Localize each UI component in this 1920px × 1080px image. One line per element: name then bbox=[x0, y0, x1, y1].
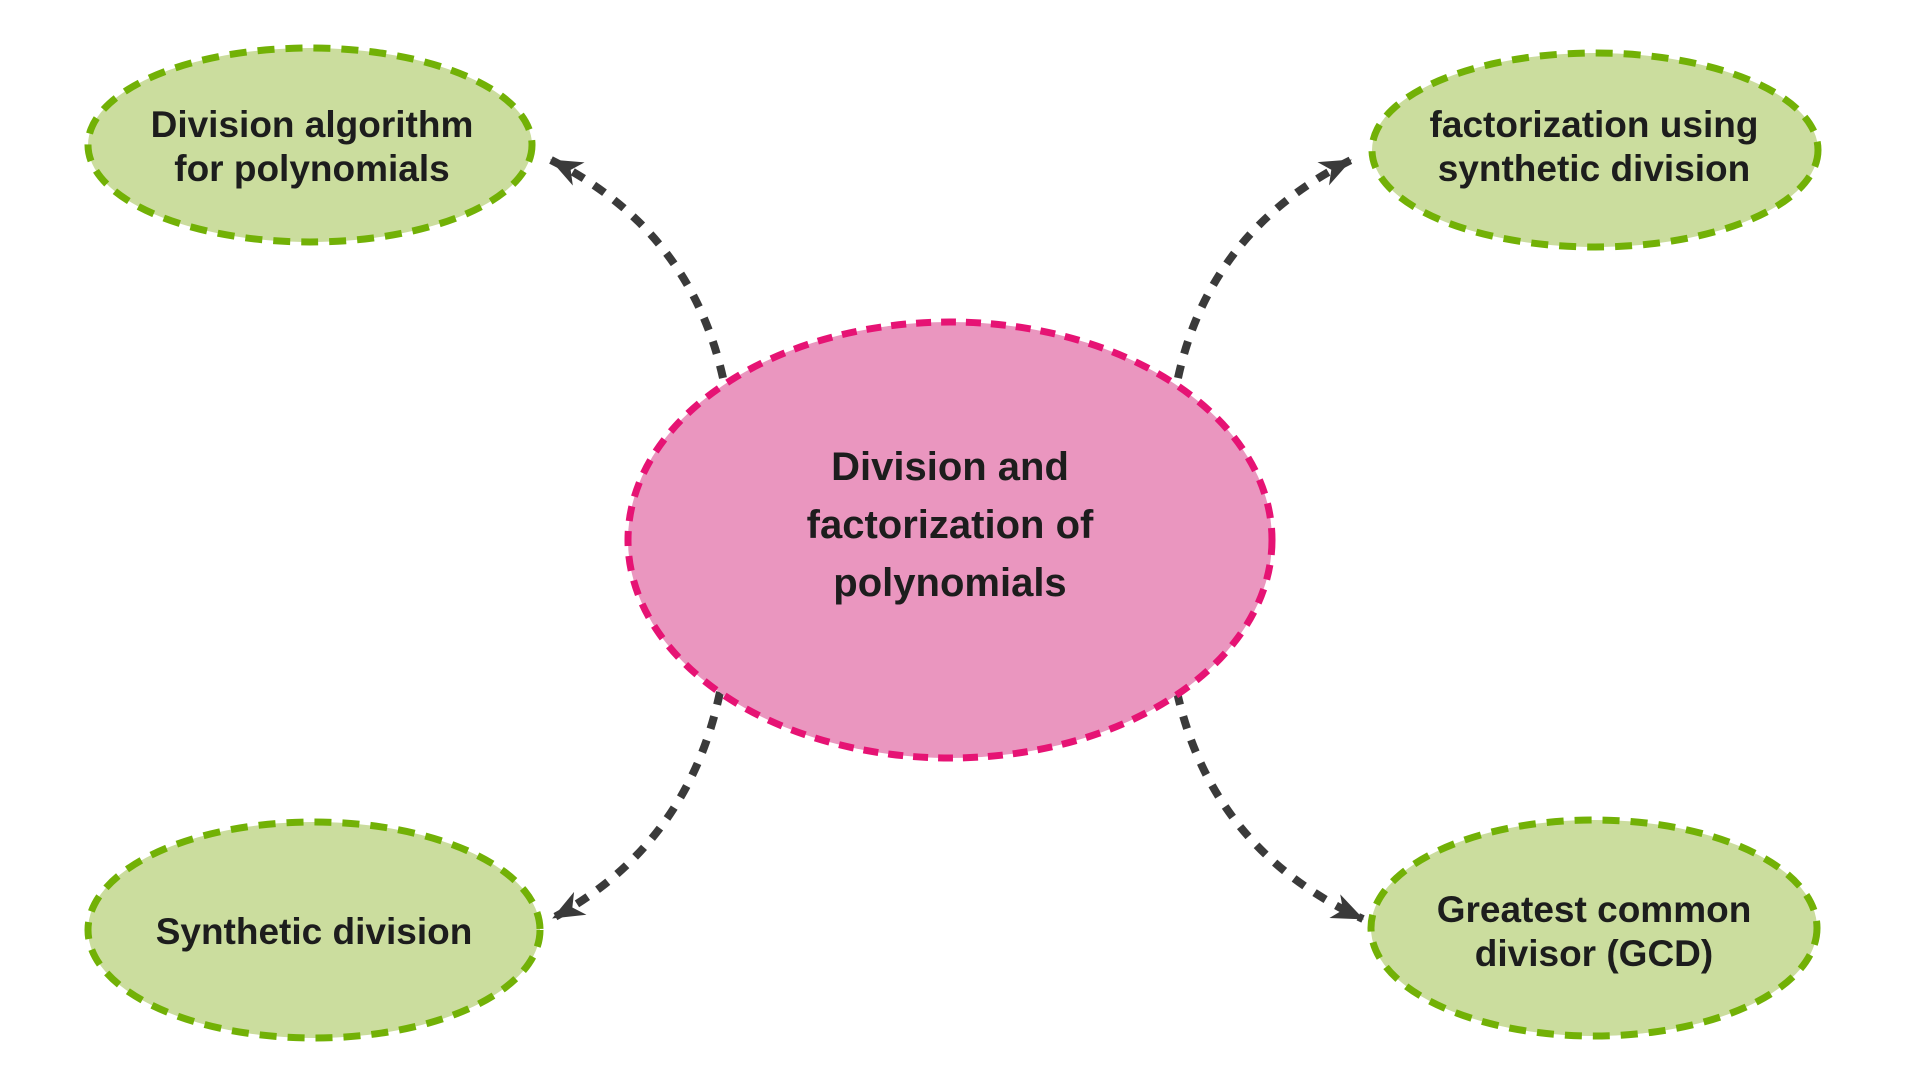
node-top-left-ellipse bbox=[84, 44, 536, 246]
connector-arrow-bottom-right bbox=[1173, 691, 1365, 923]
node-top-right-ellipse bbox=[1368, 49, 1822, 251]
node-bottom-left-label-line-1: Synthetic division bbox=[156, 911, 473, 952]
node-bottom-right-ellipse bbox=[1367, 816, 1821, 1040]
node-bottom-right-label-line-1: Greatest common bbox=[1437, 889, 1752, 930]
central-node-label-line-2: factorization of bbox=[807, 503, 1094, 547]
connector-arrow-bottom-left bbox=[551, 691, 724, 922]
node-top-right-label-line-2: synthetic division bbox=[1438, 148, 1751, 189]
node-synthetic-division: Synthetic division bbox=[84, 818, 544, 1042]
connector-arrow-top-left bbox=[549, 156, 727, 379]
central-node: Division and factorization of polynomial… bbox=[624, 318, 1276, 762]
node-bottom-right-label-line-2: divisor (GCD) bbox=[1475, 933, 1713, 974]
node-top-left-label-line-2: for polynomials bbox=[174, 148, 449, 189]
central-node-label-line-3: polynomials bbox=[833, 561, 1066, 605]
node-factorization-using-synthetic-division: factorization using synthetic division bbox=[1368, 49, 1822, 251]
central-node-label-line-1: Division and bbox=[831, 445, 1069, 489]
connector-arrow-top-right bbox=[1174, 156, 1353, 379]
node-greatest-common-divisor: Greatest common divisor (GCD) bbox=[1367, 816, 1821, 1040]
central-node-ellipse bbox=[624, 318, 1276, 762]
node-top-left-label-line-1: Division algorithm bbox=[151, 104, 474, 145]
node-bottom-left-ellipse bbox=[84, 818, 544, 1042]
node-division-algorithm-for-polynomials: Division algorithm for polynomials bbox=[84, 44, 536, 246]
node-top-right-label-line-1: factorization using bbox=[1430, 104, 1759, 145]
